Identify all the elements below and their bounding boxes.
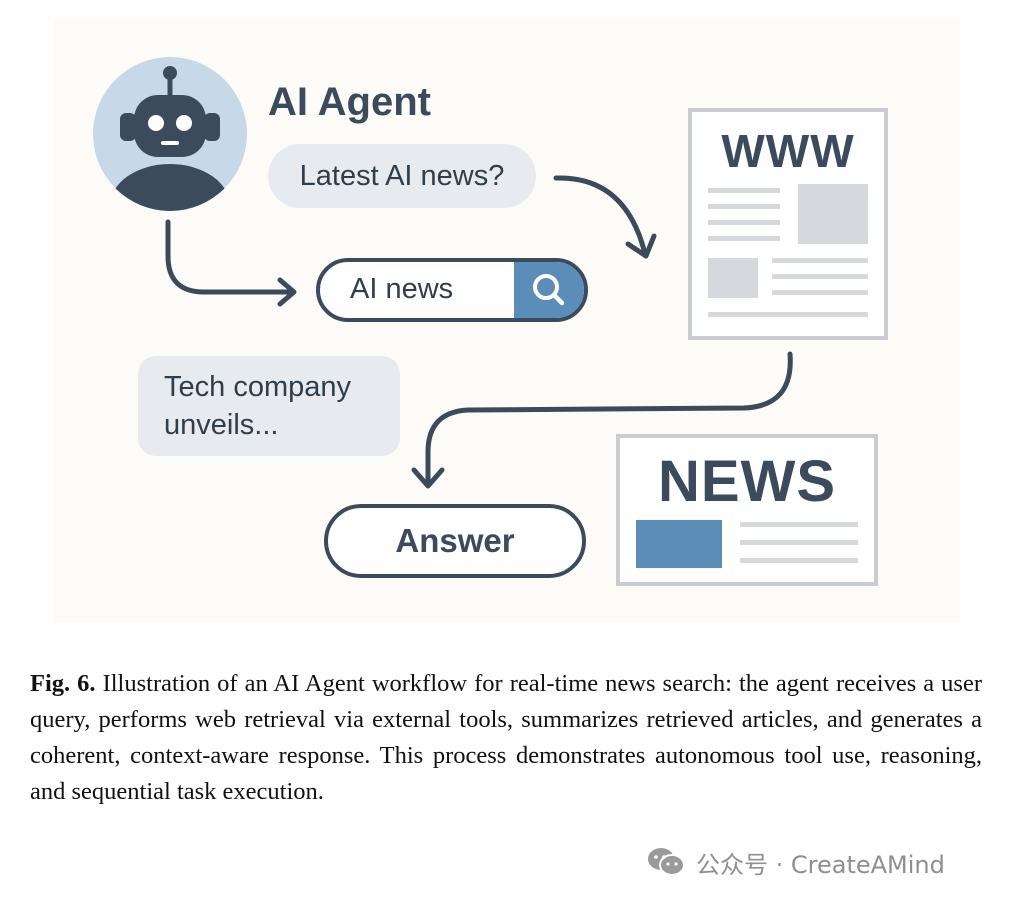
diagram-graphics	[93, 57, 888, 586]
robot-avatar-icon	[93, 57, 247, 211]
answer-box: Answer	[324, 504, 586, 578]
arrow-icon	[411, 351, 793, 489]
newspaper-icon	[616, 434, 878, 586]
search-query-text: AI news	[350, 273, 454, 305]
arrow-icon	[165, 219, 297, 307]
figure-caption: Fig. 6. Illustration of an AI Agent work…	[30, 666, 982, 810]
summary-line-2: unveils...	[164, 409, 279, 441]
watermark-text: 公众号 · CreateAMind	[696, 850, 945, 879]
search-icon	[533, 274, 565, 306]
summary-line-1: Tech company	[164, 371, 351, 403]
query-bubble: Latest AI news?	[268, 144, 536, 208]
webpage-icon	[688, 108, 888, 340]
answer-label: Answer	[395, 522, 515, 559]
summary-bubble: Tech company unveils...	[138, 356, 400, 456]
search-bar[interactable]: AI news	[316, 258, 588, 322]
caption-label: Fig. 6.	[30, 670, 96, 697]
news-label: NEWS	[658, 449, 836, 514]
arrow-icon	[553, 175, 657, 259]
web-label: WWW	[721, 125, 855, 177]
wechat-icon	[648, 848, 685, 876]
watermark: 公众号 · CreateAMind	[646, 844, 945, 880]
caption-text: Illustration of an AI Agent workflow for…	[30, 670, 982, 805]
query-text: Latest AI news?	[299, 159, 505, 192]
workflow-diagram: AI Agent Latest AI news? AI news WWW Tec…	[54, 18, 960, 623]
diagram-title: AI Agent	[268, 80, 431, 124]
search-button[interactable]	[514, 262, 584, 318]
